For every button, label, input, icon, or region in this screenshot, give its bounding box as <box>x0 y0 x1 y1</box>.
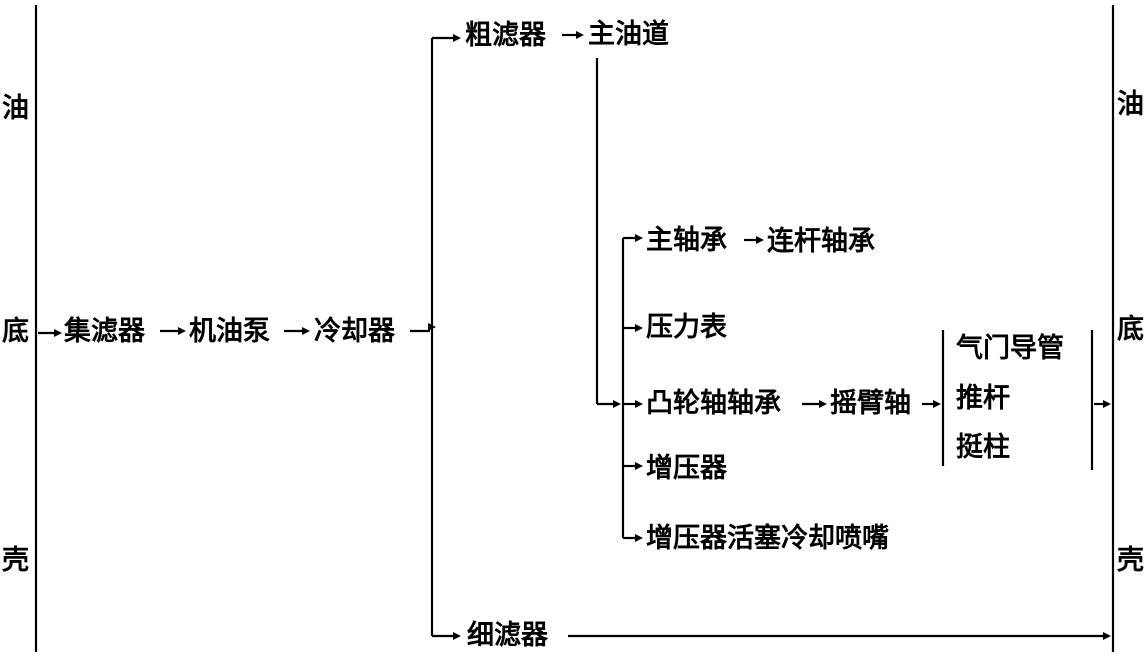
node-cooler: 冷却器 <box>314 316 395 347</box>
node-oil-pump: 机油泵 <box>189 316 270 347</box>
node-rocker-shaft: 摇臂轴 <box>830 388 911 419</box>
node-pressure-gauge: 压力表 <box>646 312 727 343</box>
left-sump-char-1: 油 <box>2 93 29 124</box>
right-sump-char-2: 底 <box>1117 314 1144 345</box>
node-main-gallery: 主油道 <box>588 19 669 50</box>
node-turbocharger: 增压器 <box>646 453 727 484</box>
right-sump-char-3: 壳 <box>1117 545 1144 576</box>
node-tappet: 挺柱 <box>956 432 1010 463</box>
node-fine-filter: 细滤器 <box>467 620 548 651</box>
right-sump-char-1: 油 <box>1117 89 1144 120</box>
left-sump-char-2: 底 <box>2 316 29 347</box>
node-valve-guide: 气门导管 <box>956 333 1064 364</box>
node-turbo-piston-nozzle: 增压器活塞冷却喷嘴 <box>646 523 889 554</box>
node-collector-filter: 集滤器 <box>64 316 145 347</box>
node-push-rod: 推杆 <box>956 383 1010 414</box>
node-coarse-filter: 粗滤器 <box>465 20 546 51</box>
node-main-bearing: 主轴承 <box>646 225 727 256</box>
node-camshaft-bearing: 凸轮轴轴承 <box>646 388 781 419</box>
left-sump-char-3: 壳 <box>2 545 29 576</box>
node-conrod-bearing: 连杆轴承 <box>767 226 875 257</box>
